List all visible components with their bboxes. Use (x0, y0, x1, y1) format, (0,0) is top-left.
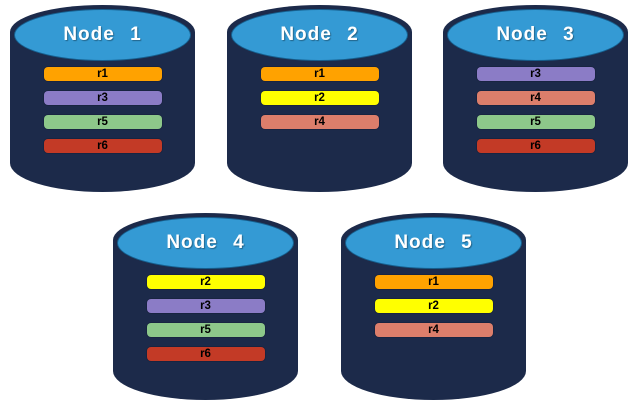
replica-bar-r3: r3 (146, 299, 265, 313)
replica-bar-r3: r3 (476, 67, 595, 81)
replica-bar-r1: r1 (260, 67, 379, 81)
replica-list: r3 r4 r5 r6 (443, 67, 628, 153)
node: Node 1 r1 r3 r5 r6 (10, 5, 195, 192)
replica-list: r1 r3 r5 r6 (10, 67, 195, 153)
replica-bar-r1: r1 (374, 275, 493, 289)
replica-bar-r4: r4 (374, 323, 493, 337)
node-label: Node 1 (63, 24, 142, 45)
node: Node 4 r2 r3 r5 r6 (113, 213, 298, 400)
replica-bar-r4: r4 (476, 91, 595, 105)
replica-bar-r6: r6 (476, 139, 595, 153)
node-label: Node 4 (166, 232, 245, 253)
node: Node 5 r1 r2 r4 (341, 213, 526, 400)
replica-bar-r2: r2 (146, 275, 265, 289)
node: Node 3 r3 r4 r5 r6 (443, 5, 628, 192)
node-label: Node 2 (280, 24, 359, 45)
database-cylinder-top: Node 3 (447, 9, 624, 61)
replica-bar-r5: r5 (43, 115, 162, 129)
replica-bar-r2: r2 (374, 299, 493, 313)
replica-list: r1 r2 r4 (227, 67, 412, 129)
replica-bar-r5: r5 (476, 115, 595, 129)
replica-bar-r3: r3 (43, 91, 162, 105)
replica-bar-r5: r5 (146, 323, 265, 337)
database-cylinder-top: Node 4 (117, 217, 294, 269)
node: Node 2 r1 r2 r4 (227, 5, 412, 192)
replica-bar-r6: r6 (43, 139, 162, 153)
replica-bar-r6: r6 (146, 347, 265, 361)
replica-list: r1 r2 r4 (341, 275, 526, 337)
database-cylinder-top: Node 5 (345, 217, 522, 269)
database-cylinder-top: Node 2 (231, 9, 408, 61)
node-label: Node 3 (496, 24, 575, 45)
replica-bar-r1: r1 (43, 67, 162, 81)
database-cylinder-top: Node 1 (14, 9, 191, 61)
replica-bar-r4: r4 (260, 115, 379, 129)
replica-list: r2 r3 r5 r6 (113, 275, 298, 361)
node-label: Node 5 (394, 232, 473, 253)
replica-bar-r2: r2 (260, 91, 379, 105)
